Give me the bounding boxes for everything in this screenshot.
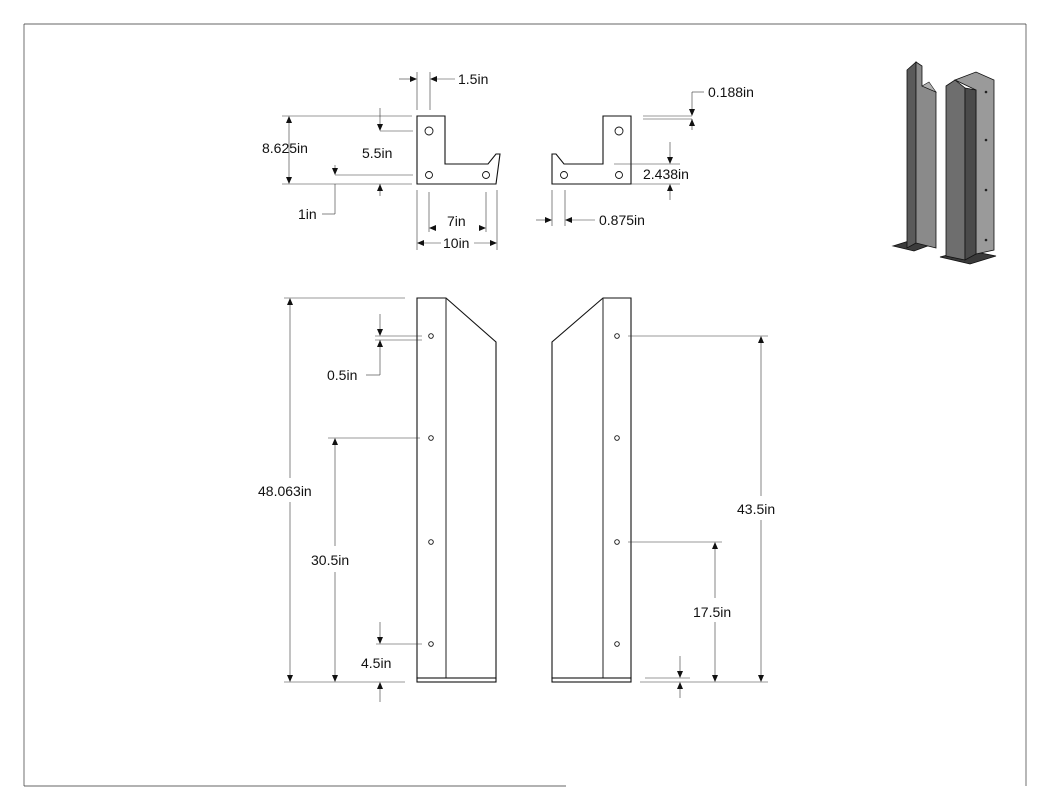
- isometric-view: [891, 61, 997, 265]
- post-outline-left: [416, 297, 497, 679]
- dim-edge-offset: 0.875in: [599, 212, 645, 228]
- sheet-border: [23, 23, 1027, 787]
- dim-flange-thickness: 1.5in: [458, 71, 488, 87]
- dim-hole-spacing: 7in: [447, 213, 466, 229]
- iso-bolt-hole: [984, 238, 988, 242]
- dim-plate-thickness: 0.188in: [708, 84, 754, 100]
- iso-bolt-hole: [984, 90, 988, 94]
- bolt-hole: [614, 333, 620, 339]
- bolt-hole: [615, 171, 623, 179]
- bolt-hole: [428, 539, 434, 545]
- plan-view-right: 0.188in 2.438in 0.875in: [536, 84, 754, 228]
- dim-overall-height-top: 8.625in: [262, 140, 308, 156]
- bolt-hole: [424, 126, 434, 136]
- dim-overall-width: 10in: [443, 235, 469, 251]
- base-plate-left: [416, 677, 497, 683]
- iso-bolt-hole: [984, 138, 988, 142]
- bolt-hole: [428, 333, 434, 339]
- bolt-hole: [428, 435, 434, 441]
- bolt-hole: [425, 171, 433, 179]
- bolt-hole: [560, 171, 568, 179]
- dim-bottom-hole-offset: 4.5in: [361, 655, 391, 671]
- bolt-hole: [614, 126, 624, 136]
- bolt-hole: [614, 641, 620, 647]
- bolt-hole: [614, 539, 620, 545]
- dim-hole-pitch: 30.5in: [311, 552, 349, 568]
- plan-view-left: 1.5in 8.625in 5.5in 1in 7in: [262, 71, 501, 251]
- dim-top-hole-offset: 0.5in: [327, 367, 357, 383]
- dim-overall-height-elevation: 48.063in: [258, 483, 312, 499]
- iso-post-left-face: [906, 61, 917, 249]
- dim-top-hole-height: 43.5in: [737, 501, 775, 517]
- dim-lower-hole-offset: 1in: [298, 206, 317, 222]
- bracket-profile-left: [416, 115, 501, 185]
- dim-upper-hole-offset: 5.5in: [362, 145, 392, 161]
- iso-bolt-hole: [984, 188, 988, 192]
- bolt-hole: [428, 641, 434, 647]
- dim-hole-height: 2.438in: [643, 166, 689, 182]
- iso-post-right-web: [964, 87, 977, 261]
- bolt-hole: [614, 435, 620, 441]
- post-outline-right: [551, 297, 632, 679]
- iso-post-left-flange: [921, 81, 937, 93]
- bolt-hole: [482, 171, 490, 179]
- base-plate-right: [551, 677, 632, 683]
- elevation-right: 43.5in 17.5in: [551, 297, 775, 698]
- elevation-left: 48.063in 0.5in 30.5in 4.5in: [258, 297, 497, 702]
- bracket-profile-right: [551, 115, 632, 185]
- dim-third-hole-height: 17.5in: [693, 604, 731, 620]
- iso-post-right-face: [945, 79, 966, 261]
